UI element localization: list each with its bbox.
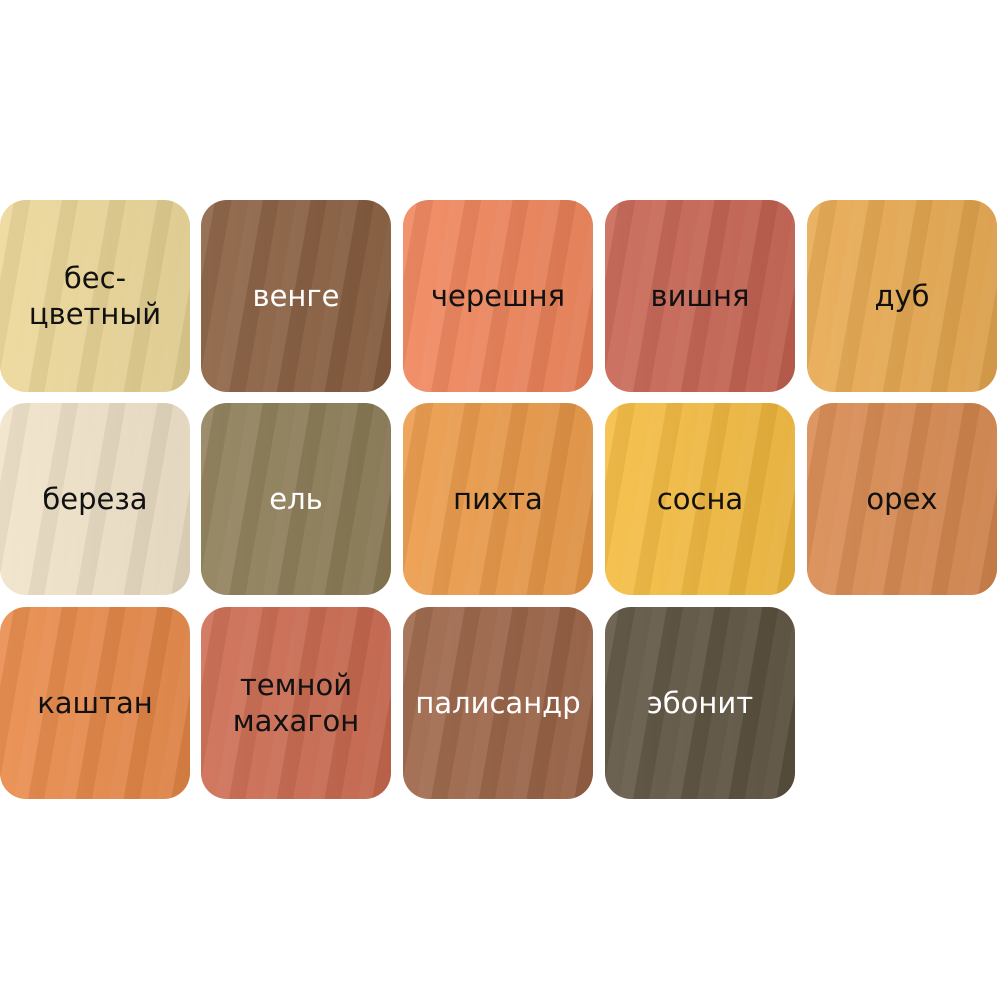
swatch-temnoy-makhagon: темной махагон: [201, 607, 391, 799]
swatch-vishnya: вишня: [605, 200, 795, 392]
swatch-label: бес- цветный: [28, 261, 162, 331]
swatch-label: палисандр: [415, 686, 581, 720]
swatch-chereshnya: черешня: [403, 200, 593, 392]
swatch-label: дуб: [874, 279, 930, 313]
swatch-ebonit: эбонит: [605, 607, 795, 799]
swatch-venge: венге: [201, 200, 391, 392]
swatch-label: черешня: [430, 279, 566, 313]
swatch-el: ель: [201, 403, 391, 595]
swatch-bestsvetnyi: бес- цветный: [0, 200, 190, 392]
swatch-sosna: сосна: [605, 403, 795, 595]
swatch-label: темной махагон: [232, 668, 360, 738]
swatch-label: каштан: [37, 686, 153, 720]
swatch-label: пихта: [453, 482, 543, 516]
swatch-dub: дуб: [807, 200, 997, 392]
swatch-label: орех: [866, 482, 938, 516]
swatch-bereza: береза: [0, 403, 190, 595]
swatch-palisandr: палисандр: [403, 607, 593, 799]
swatch-label: эбонит: [646, 686, 754, 720]
swatch-label: венге: [252, 279, 340, 313]
swatch-label: береза: [42, 482, 148, 516]
swatch-label: сосна: [656, 482, 744, 516]
swatch-pikhta: пихта: [403, 403, 593, 595]
swatch-kashtan: каштан: [0, 607, 190, 799]
swatch-label: ель: [269, 482, 323, 516]
swatch-label: вишня: [650, 279, 750, 313]
swatch-orekh: орех: [807, 403, 997, 595]
